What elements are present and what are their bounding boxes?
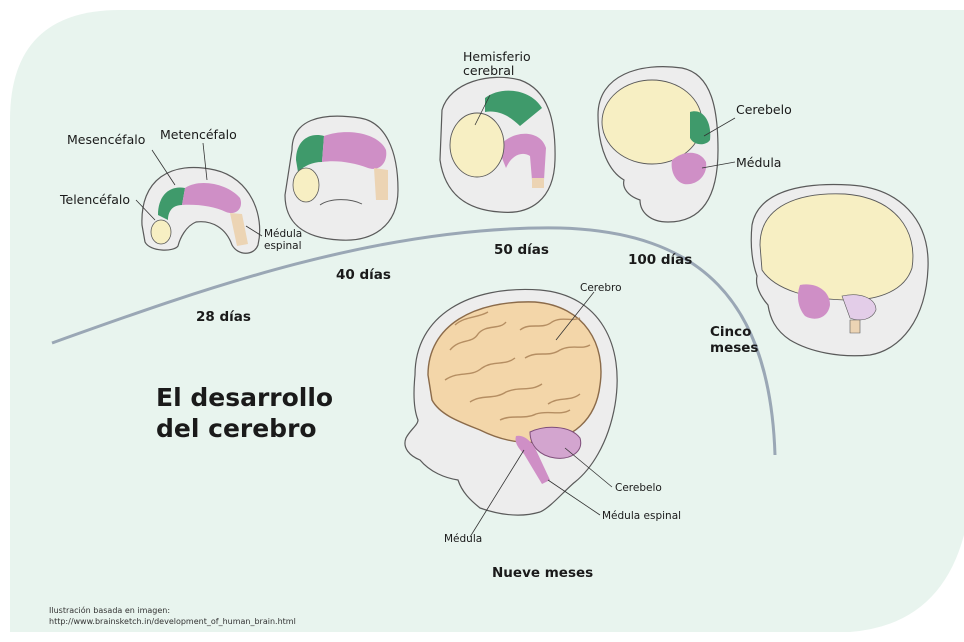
stage-label-5-months: Cinco meses <box>710 325 758 356</box>
credit-line-1: Ilustración basada en imagen: <box>49 606 296 617</box>
stage-label-100-days: 100 días <box>628 253 692 269</box>
label-metencefalo: Metencéfalo <box>160 128 237 142</box>
label-medula-100: Médula <box>736 156 781 170</box>
stage-label-9-months: Nueve meses <box>492 566 593 582</box>
stage-label-5-months-line-2: meses <box>710 341 758 357</box>
credit-source-url: http://www.brainsketch.in/development_of… <box>49 617 296 628</box>
stage-label-28-days: 28 días <box>196 310 251 326</box>
embryo-50-days <box>440 77 555 212</box>
label-medula: Médula <box>444 533 482 545</box>
label-hemisferio-cerebral: Hemisferio cerebral <box>463 50 531 79</box>
label-hemisferio-line-1: Hemisferio <box>463 50 531 64</box>
label-hemisferio-line-2: cerebral <box>463 64 531 78</box>
label-cerebro: Cerebro <box>580 282 622 294</box>
title-line-2: del cerebro <box>156 413 333 444</box>
label-medula-espinal-embryo-line-2: espinal <box>264 240 302 252</box>
label-medula-espinal: Médula espinal <box>602 510 681 522</box>
stage-label-50-days: 50 días <box>494 243 549 259</box>
label-mesencefalo: Mesencéfalo <box>67 133 145 147</box>
label-medula-espinal-embryo-line-1: Médula <box>264 228 302 240</box>
title-line-1: El desarrollo <box>156 382 333 413</box>
label-telencefalo: Telencéfalo <box>60 193 130 207</box>
label-cerebelo: Cerebelo <box>615 482 662 494</box>
stage-label-40-days: 40 días <box>336 268 391 284</box>
stage-label-5-months-line-1: Cinco <box>710 325 758 341</box>
label-cerebelo-100: Cerebelo <box>736 103 792 117</box>
embryo-40-days <box>285 116 398 240</box>
diagram-title: El desarrollo del cerebro <box>156 382 333 445</box>
image-credit: Ilustración basada en imagen: http://www… <box>49 606 296 628</box>
label-medula-espinal-embryo: Médula espinal <box>264 228 302 252</box>
